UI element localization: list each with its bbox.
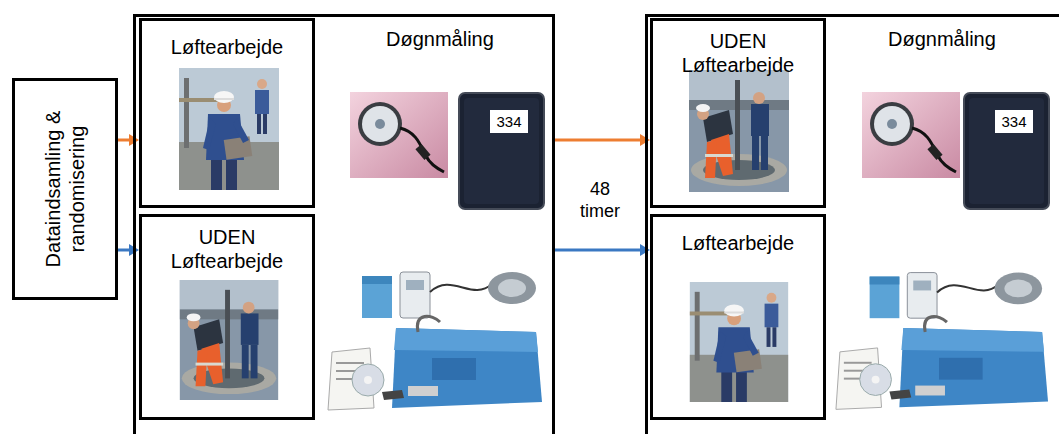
arrow-line [118, 249, 129, 252]
pressure-sensor-part [350, 92, 448, 178]
flow-arrow [555, 134, 650, 146]
panel-title: Døgnmåling [888, 27, 996, 51]
condition-box: UDEN Løftearbejde [650, 18, 826, 208]
worker-photo-part [180, 280, 278, 400]
pressure-sensor-part [862, 92, 960, 178]
arrow-line [555, 249, 640, 252]
start-box: Dataindsamling & randomisering [12, 78, 118, 300]
device-number: 334 [995, 110, 1033, 133]
measurement-panel: Døgnmåling LøftearbejdeUDEN Løftearbejde [133, 14, 555, 434]
node-label: UDEN Løftearbejde [663, 29, 813, 77]
interval-label: 48 timer [570, 176, 630, 224]
condition-box: Løftearbejde [139, 18, 315, 208]
logger-device-part [964, 93, 1049, 209]
condition-box: UDEN Løftearbejde [139, 214, 315, 420]
blood-pressure-kit-part [328, 272, 542, 410]
worker-photo-part [689, 70, 789, 192]
blood-pressure-kit [328, 272, 1048, 410]
logger-device-part [459, 93, 544, 209]
device-number: 334 [490, 110, 528, 133]
worker-photo-part [690, 282, 788, 402]
measurement-panel: Døgnmåling UDEN LøftearbejdeLøftearbejde [645, 14, 1059, 434]
arrow-line [555, 139, 640, 142]
label-holder: Løftearbejde [653, 217, 823, 255]
condition-box: Løftearbejde [650, 214, 826, 420]
worker-photo-part [179, 68, 279, 190]
node-label: Løftearbejde [171, 35, 283, 59]
label-holder: Løftearbejde [142, 21, 312, 59]
node-label: Dataindsamling & randomisering [41, 89, 89, 289]
panel-title: Døgnmåling [386, 27, 494, 51]
node-label: UDEN Løftearbejde [152, 225, 302, 273]
blood-pressure-kit-part [836, 273, 1048, 410]
arrow-line [118, 139, 129, 142]
label-holder: UDEN Løftearbejde [142, 217, 312, 273]
flow-arrow [555, 244, 650, 256]
logger-device [459, 93, 1049, 209]
pressure-sensor [350, 92, 960, 178]
node-label: Løftearbejde [682, 231, 794, 255]
label-holder: UDEN Løftearbejde [653, 21, 823, 77]
